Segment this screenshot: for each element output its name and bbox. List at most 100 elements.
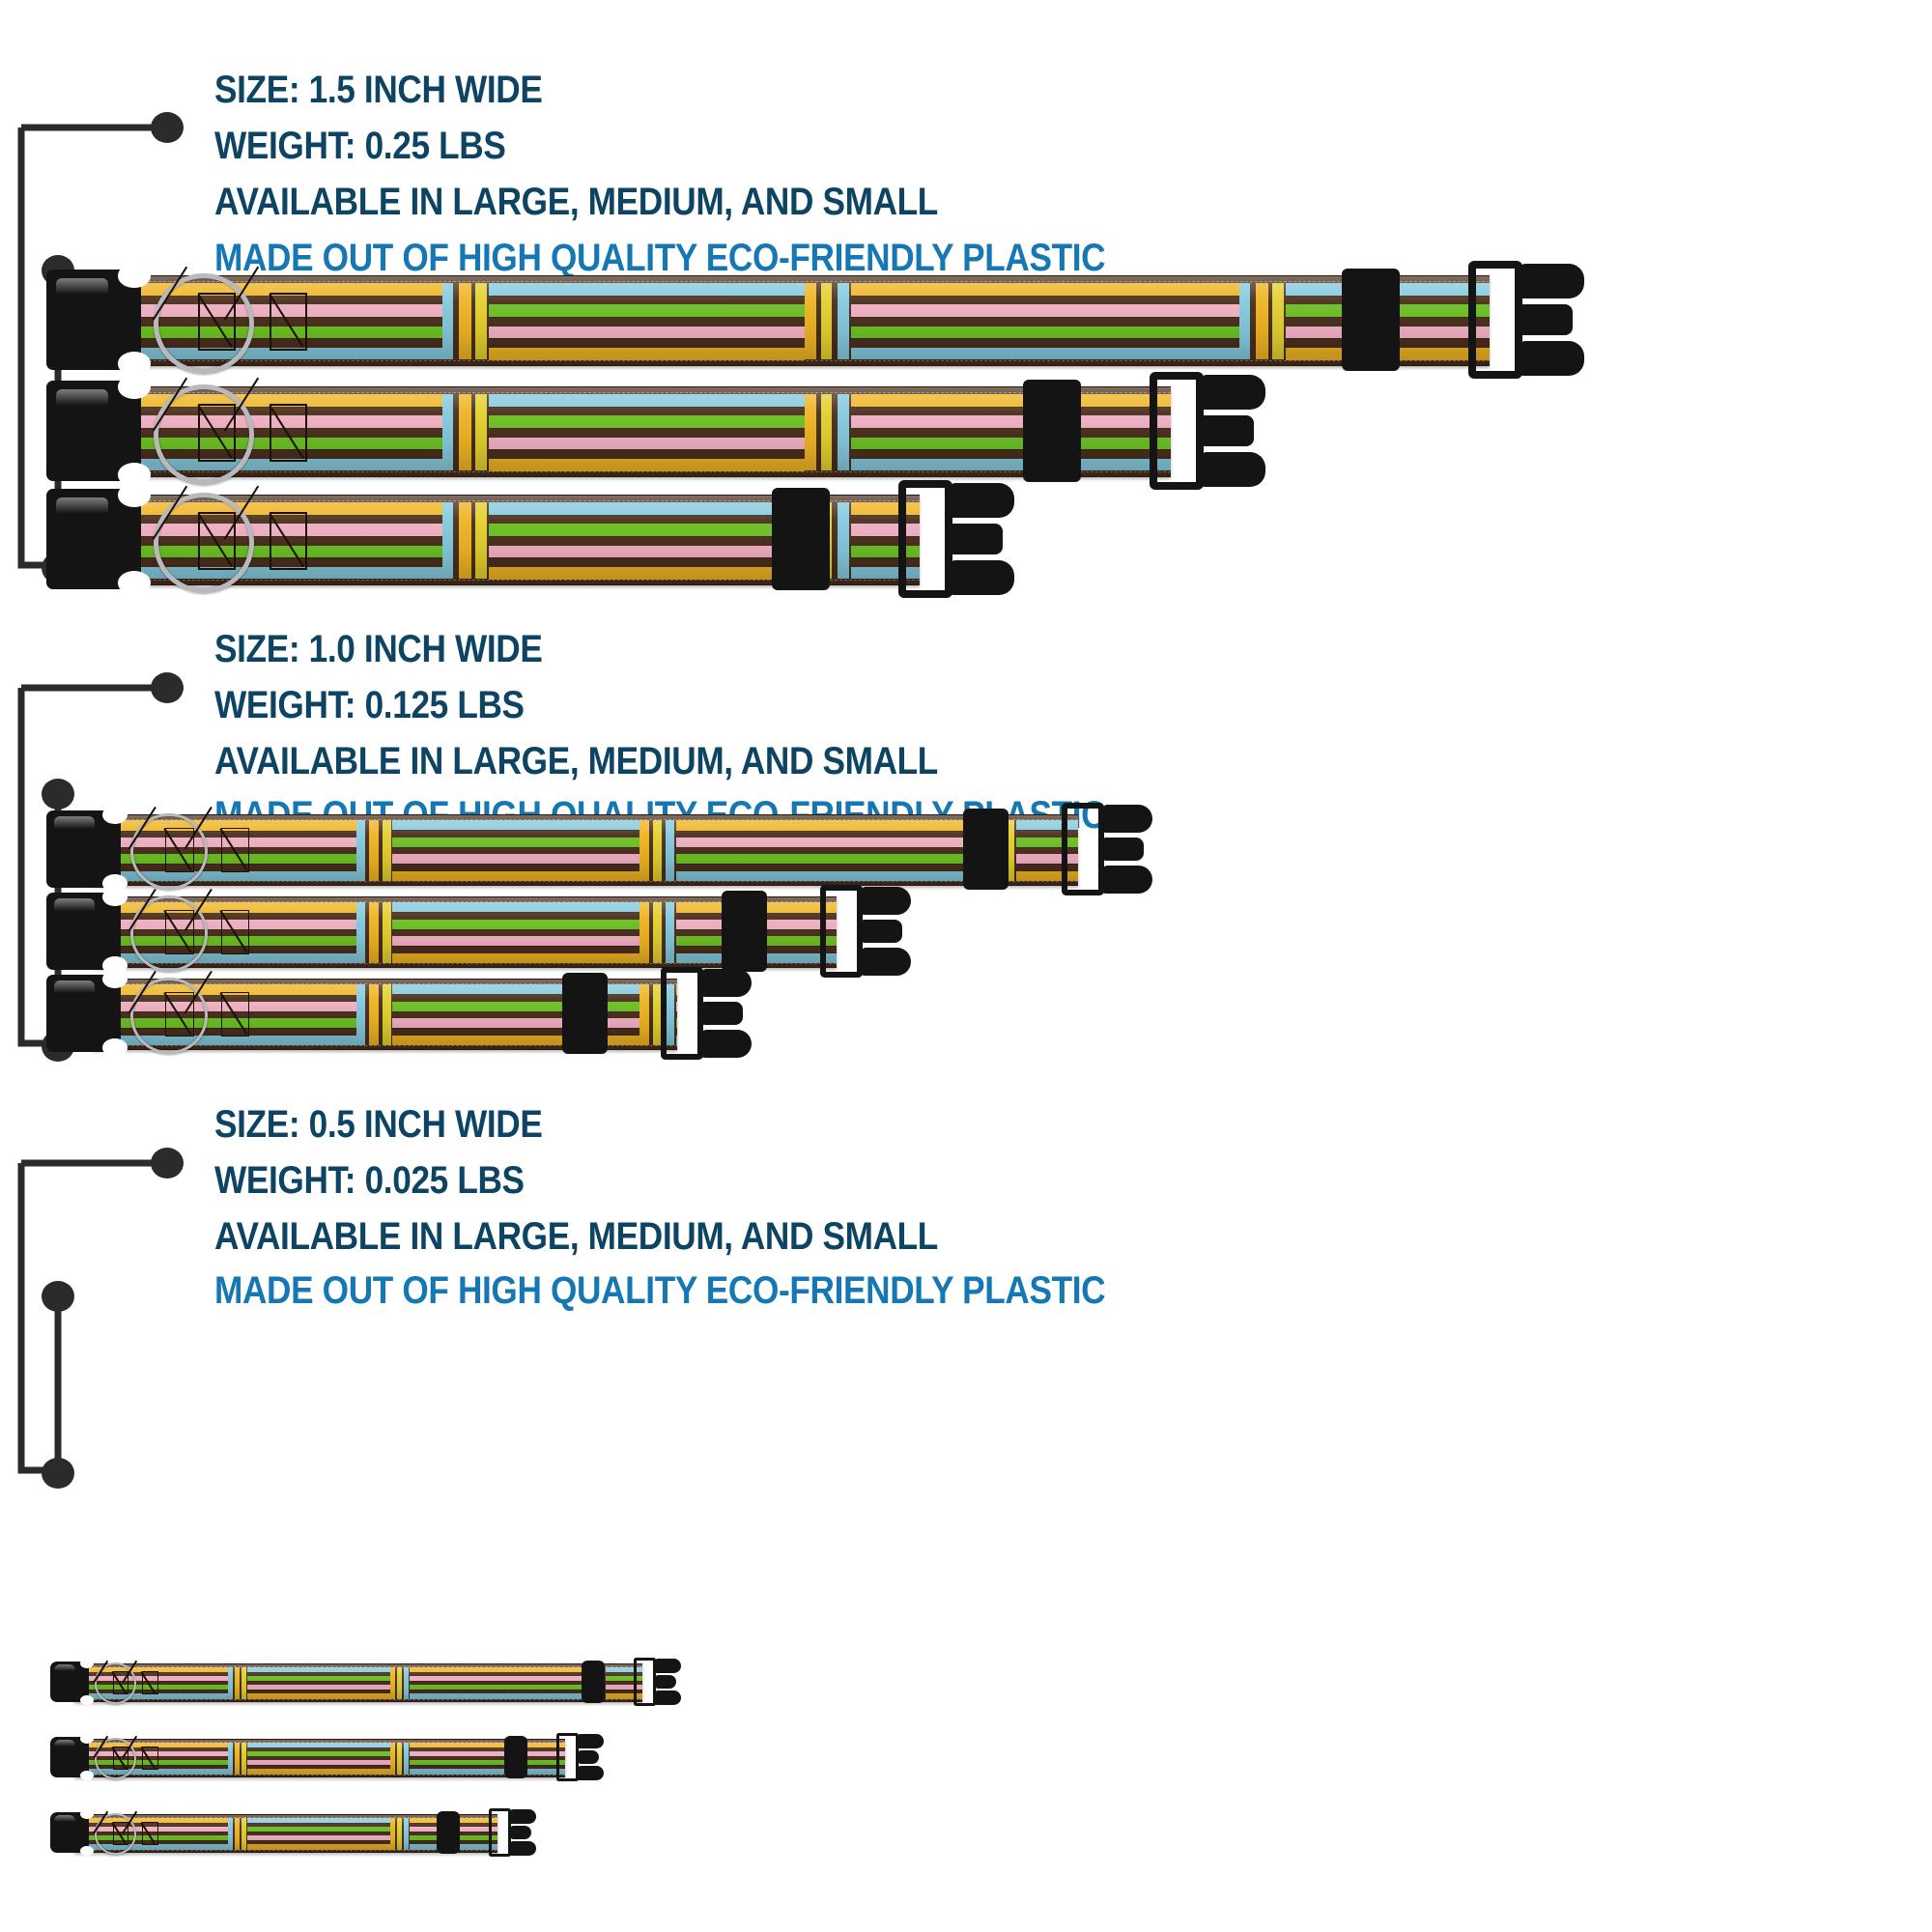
strap-vertical-bar [838, 282, 849, 360]
strap-vertical-bar [397, 1742, 402, 1775]
buckle-prong [577, 1766, 605, 1781]
strap-vertical-bar [227, 1742, 233, 1775]
adjustment-slider[interactable] [721, 891, 767, 972]
strap-horizontal-stripe [246, 1666, 391, 1673]
buckle-prong [1201, 451, 1266, 488]
buckle-notch-top [102, 969, 128, 989]
buckle-prongs[interactable] [488, 1807, 537, 1858]
strap-vertical-bar [838, 501, 849, 580]
buckle-prongs[interactable] [1062, 803, 1153, 895]
adjustment-slider[interactable] [772, 487, 830, 591]
strap-vertical-bar [369, 820, 380, 881]
strap-vertical-bar [441, 501, 454, 580]
strap-vertical-bar [382, 820, 391, 881]
size-leader-bracket-3 [0, 1142, 193, 1509]
slider-window [783, 503, 818, 577]
strap-horizontal-stripe [850, 304, 1239, 317]
buckle-notch-top [118, 375, 151, 400]
strap-vertical-bar [227, 1666, 233, 1699]
adjustment-slider[interactable] [436, 1810, 461, 1855]
collar-large-1-0-inch[interactable] [46, 803, 1153, 895]
x-stitch-box [220, 910, 250, 954]
strap-horizontal-stripe [850, 326, 1239, 338]
strap-horizontal-stripe [605, 1666, 642, 1673]
strap-horizontal-stripe [392, 1002, 640, 1011]
side-release-buckle[interactable] [46, 375, 151, 487]
side-release-buckle[interactable] [50, 1659, 94, 1705]
side-release-buckle[interactable] [46, 264, 151, 376]
x-stitch-box [220, 992, 250, 1037]
side-release-buckle[interactable] [46, 887, 128, 976]
adjustment-slider[interactable] [561, 973, 608, 1054]
strap-vertical-bar [652, 984, 662, 1045]
strap-horizontal-stripe [246, 1844, 391, 1850]
strap-horizontal-stripe [409, 1742, 565, 1748]
strap-vertical-bar [475, 393, 487, 471]
buckle-prongs[interactable] [898, 480, 1015, 598]
slider-window [1353, 284, 1388, 357]
collar-large-0-5-inch[interactable] [50, 1657, 682, 1707]
buckle-prongs[interactable] [820, 885, 912, 978]
collar-large-1-5-inch[interactable] [46, 261, 1585, 379]
strap-vertical-bar [242, 1742, 246, 1775]
spec-block-1: SIZE: 1.5 INCH WIDE WEIGHT: 0.25 LBS AVA… [214, 71, 1227, 277]
strap-vertical-bar [441, 282, 454, 360]
strap-vertical-bar [804, 282, 817, 360]
slider-window [508, 1742, 524, 1773]
buckle-prong [950, 482, 1015, 519]
strap-vertical-bar [1238, 282, 1251, 360]
slider-window [585, 1666, 601, 1697]
buckle-notch-top [102, 887, 128, 907]
strap-vertical-bar [639, 902, 649, 963]
collar-medium-1-5-inch[interactable] [46, 372, 1266, 490]
collar-medium-1-0-inch[interactable] [46, 885, 912, 978]
side-release-buckle[interactable] [46, 805, 128, 894]
strap-horizontal-stripe [246, 1760, 391, 1766]
buckle-highlight [54, 1815, 76, 1831]
side-release-buckle[interactable] [46, 483, 151, 595]
buckle-notch-top [118, 264, 151, 289]
buckle-notch-bottom [102, 1037, 128, 1058]
adjustment-slider[interactable] [581, 1660, 606, 1704]
side-release-buckle[interactable] [50, 1809, 94, 1856]
adjustment-slider[interactable] [1342, 268, 1400, 372]
strap-horizontal-stripe [675, 1018, 678, 1029]
buckle-prongs[interactable] [661, 967, 753, 1060]
adjustment-slider[interactable] [503, 1735, 528, 1779]
adjustment-slider[interactable] [962, 809, 1009, 890]
collar-small-1-0-inch[interactable] [46, 967, 753, 1060]
collar-medium-0-5-inch[interactable] [50, 1732, 605, 1782]
collar-webbing [104, 275, 1490, 366]
buckle-prongs[interactable] [555, 1732, 605, 1782]
collar-small-1-5-inch[interactable] [46, 480, 1015, 598]
buckle-prongs[interactable] [1150, 372, 1266, 490]
spec-availability-3: AVAILABLE IN LARGE, MEDIUM, AND SMALL [214, 1215, 938, 1258]
strap-vertical-bar [639, 984, 649, 1045]
side-release-buckle[interactable] [46, 969, 128, 1058]
strap-horizontal-stripe [392, 920, 640, 929]
buckle-prong [700, 1001, 743, 1026]
prong-frame [1468, 261, 1522, 379]
buckle-prong [1101, 805, 1153, 833]
adjustment-slider[interactable] [1023, 379, 1081, 483]
strap-vertical-bar [397, 1666, 402, 1699]
strap-horizontal-stripe [850, 282, 1239, 297]
buckle-prongs[interactable] [633, 1657, 682, 1707]
side-release-buckle[interactable] [50, 1734, 94, 1780]
strap-horizontal-stripe [850, 458, 1171, 471]
buckle-prong [950, 559, 1015, 596]
prong-frame [1150, 372, 1204, 490]
buckle-prong [1520, 304, 1574, 335]
strap-horizontal-stripe [675, 1035, 678, 1045]
buckle-highlight [54, 1740, 76, 1755]
buckle-notch-top [118, 483, 151, 508]
buckle-prongs[interactable] [1468, 261, 1585, 379]
strap-horizontal-stripe [74, 1693, 228, 1699]
collar-small-0-5-inch[interactable] [50, 1807, 537, 1858]
strap-horizontal-stripe [488, 458, 805, 471]
slider-window [570, 985, 599, 1043]
strap-horizontal-stripe [409, 1676, 586, 1682]
buckle-prong [1101, 866, 1153, 894]
strap-horizontal-stripe [850, 415, 1171, 428]
